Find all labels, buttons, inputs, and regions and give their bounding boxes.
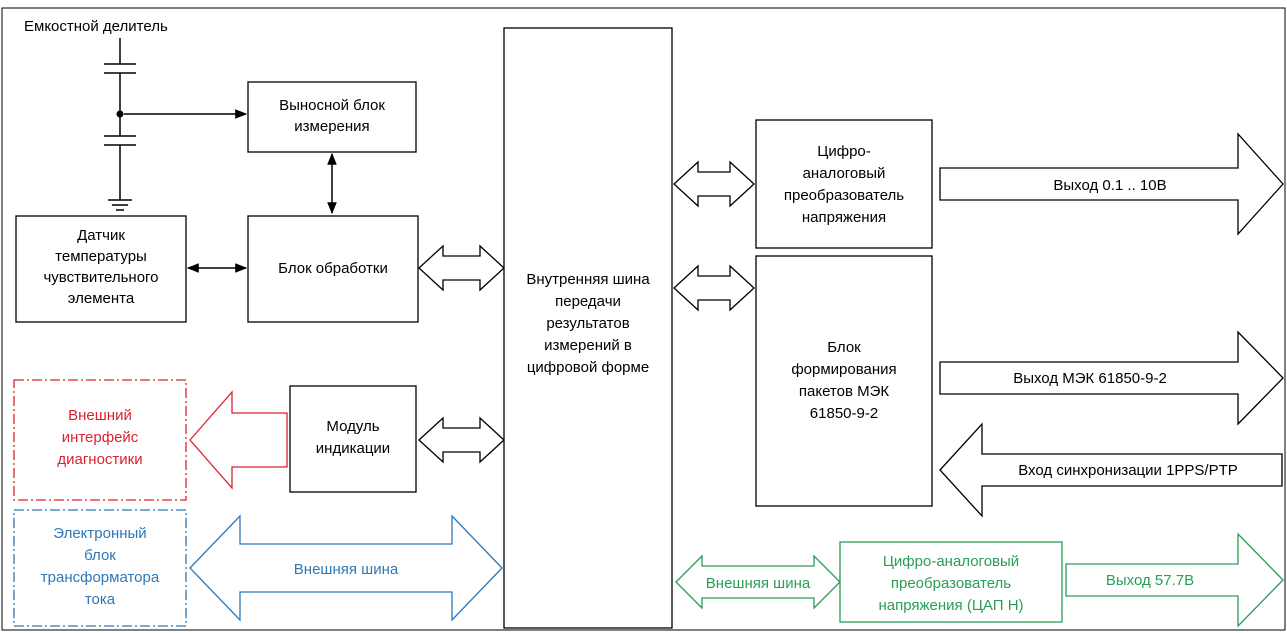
external-diagnostics-line-1: Внешний	[68, 407, 132, 424]
iec-packets-line-2: формирования	[791, 361, 896, 378]
dac-h-block: Цифро-аналоговый преобразователь напряже…	[839, 541, 1063, 623]
diagnostics-arrow	[189, 390, 288, 490]
capacitor-symbol	[104, 38, 136, 211]
ct-electronic-line-1: Электронный	[53, 525, 146, 542]
internal-bus-line-1: Внутренняя шина	[526, 271, 650, 288]
remote-measurement-block: Выносной блок измерения	[247, 81, 417, 153]
capacitive-divider-title: Емкостной делитель	[24, 18, 168, 35]
temperature-sensor-line-2: температуры	[55, 248, 147, 265]
dac-voltage-block: Цифро- аналоговый преобразователь напряж…	[755, 119, 933, 249]
temperature-sensor-line-1: Датчик	[77, 227, 125, 244]
internal-bus-block: Внутренняя шина передачи результатов изм…	[503, 27, 673, 629]
iec-packets-line-1: Блок	[827, 339, 861, 356]
processing-block: Блок обработки	[247, 215, 419, 323]
dac-voltage-line-2: аналоговый	[803, 165, 886, 182]
indication-line-1: Модуль	[326, 418, 379, 435]
ct-electronic-block: Электронный блок трансформатора тока	[13, 509, 187, 627]
remote-measurement-line-1: Выносной блок	[279, 97, 385, 114]
outer-frame	[1, 7, 1286, 631]
iec-packets-line-3: пакетов МЭК	[799, 383, 889, 400]
external-bus-blue-label: Внешняя шина	[294, 561, 399, 578]
output-57-arrow	[1065, 532, 1284, 628]
remote-measurement-line-2: измерения	[294, 118, 369, 135]
bus-iec-double-arrow	[673, 264, 755, 312]
sync-input-label: Вход синхронизации 1PPS/PTP	[1018, 462, 1238, 479]
temperature-sensor-block: Датчик температуры чувствительного элеме…	[15, 215, 187, 323]
external-bus-green-label: Внешняя шина	[706, 575, 811, 592]
dac-h-line-2: преобразователь	[891, 575, 1011, 592]
sync-input-arrow	[939, 422, 1283, 518]
output-iec-arrow	[939, 330, 1284, 426]
internal-bus-line-3: результатов	[546, 315, 629, 332]
indication-block: Модуль индикации	[289, 385, 417, 493]
internal-bus-line-2: передачи	[555, 293, 621, 310]
junction-dot	[116, 110, 124, 118]
internal-bus-line-5: цифровой форме	[527, 359, 649, 376]
external-diagnostics-line-2: интерфейс	[62, 429, 139, 446]
temperature-sensor-line-3: чувствительного	[43, 269, 158, 286]
dac-h-line-3: напряжения (ЦАП Н)	[878, 597, 1023, 614]
dac-voltage-line-3: преобразователь	[784, 187, 904, 204]
output-iec-label: Выход МЭК 61850-9-2	[1013, 370, 1167, 387]
temperature-sensor-line-4: элемента	[68, 290, 135, 307]
iec-packets-block: Блок формирования пакетов МЭК 61850-9-2	[755, 255, 933, 507]
dac-h-line-1: Цифро-аналоговый	[883, 553, 1019, 570]
dac-voltage-line-4: напряжения	[802, 209, 886, 226]
dac-voltage-line-1: Цифро-	[817, 143, 871, 160]
external-diagnostics-block: Внешний интерфейс диагностики	[13, 379, 187, 501]
indication-bus-double-arrow	[418, 416, 505, 464]
ct-electronic-line-4: тока	[85, 591, 116, 608]
indication-line-2: индикации	[316, 440, 390, 457]
output-57-label: Выход 57.7В	[1106, 572, 1194, 589]
iec-packets-line-4: 61850-9-2	[810, 405, 878, 422]
external-bus-blue-arrow	[189, 514, 503, 622]
external-diagnostics-line-3: диагностики	[57, 451, 142, 468]
ct-electronic-line-3: трансформатора	[41, 569, 160, 586]
bus-dac-voltage-double-arrow	[673, 160, 755, 208]
output-voltage-label: Выход 0.1 .. 10В	[1053, 177, 1166, 194]
ct-electronic-line-2: блок	[84, 547, 116, 564]
internal-bus-line-4: измерений в	[544, 337, 632, 354]
processing-bus-double-arrow	[418, 244, 505, 292]
output-voltage-arrow	[939, 132, 1284, 236]
processing-line-1: Блок обработки	[278, 260, 388, 277]
